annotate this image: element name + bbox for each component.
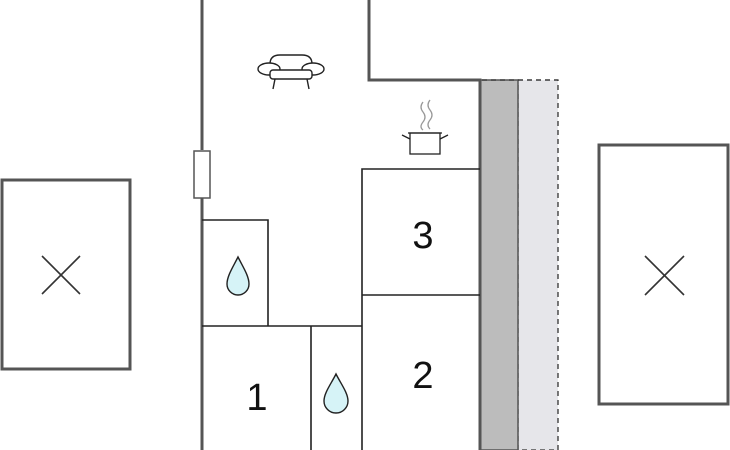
sofa-icon — [257, 54, 325, 90]
interior-walls — [202, 168, 480, 450]
right-blocked-area — [597, 143, 730, 406]
terrace-strip — [479, 79, 519, 450]
cross-icon — [41, 255, 81, 295]
room-label-2: 2 — [412, 355, 433, 397]
left-blocked-area — [0, 178, 132, 371]
cooking-pot-icon — [401, 99, 449, 155]
cross-icon — [644, 255, 685, 296]
room-label-3: 3 — [412, 215, 433, 257]
window — [193, 150, 211, 199]
room-label-1: 1 — [246, 377, 267, 419]
water-drop-icon — [226, 255, 250, 296]
water-drop-icon — [323, 372, 349, 414]
balcony-strip — [517, 79, 559, 450]
outer-walls — [200, 0, 482, 450]
